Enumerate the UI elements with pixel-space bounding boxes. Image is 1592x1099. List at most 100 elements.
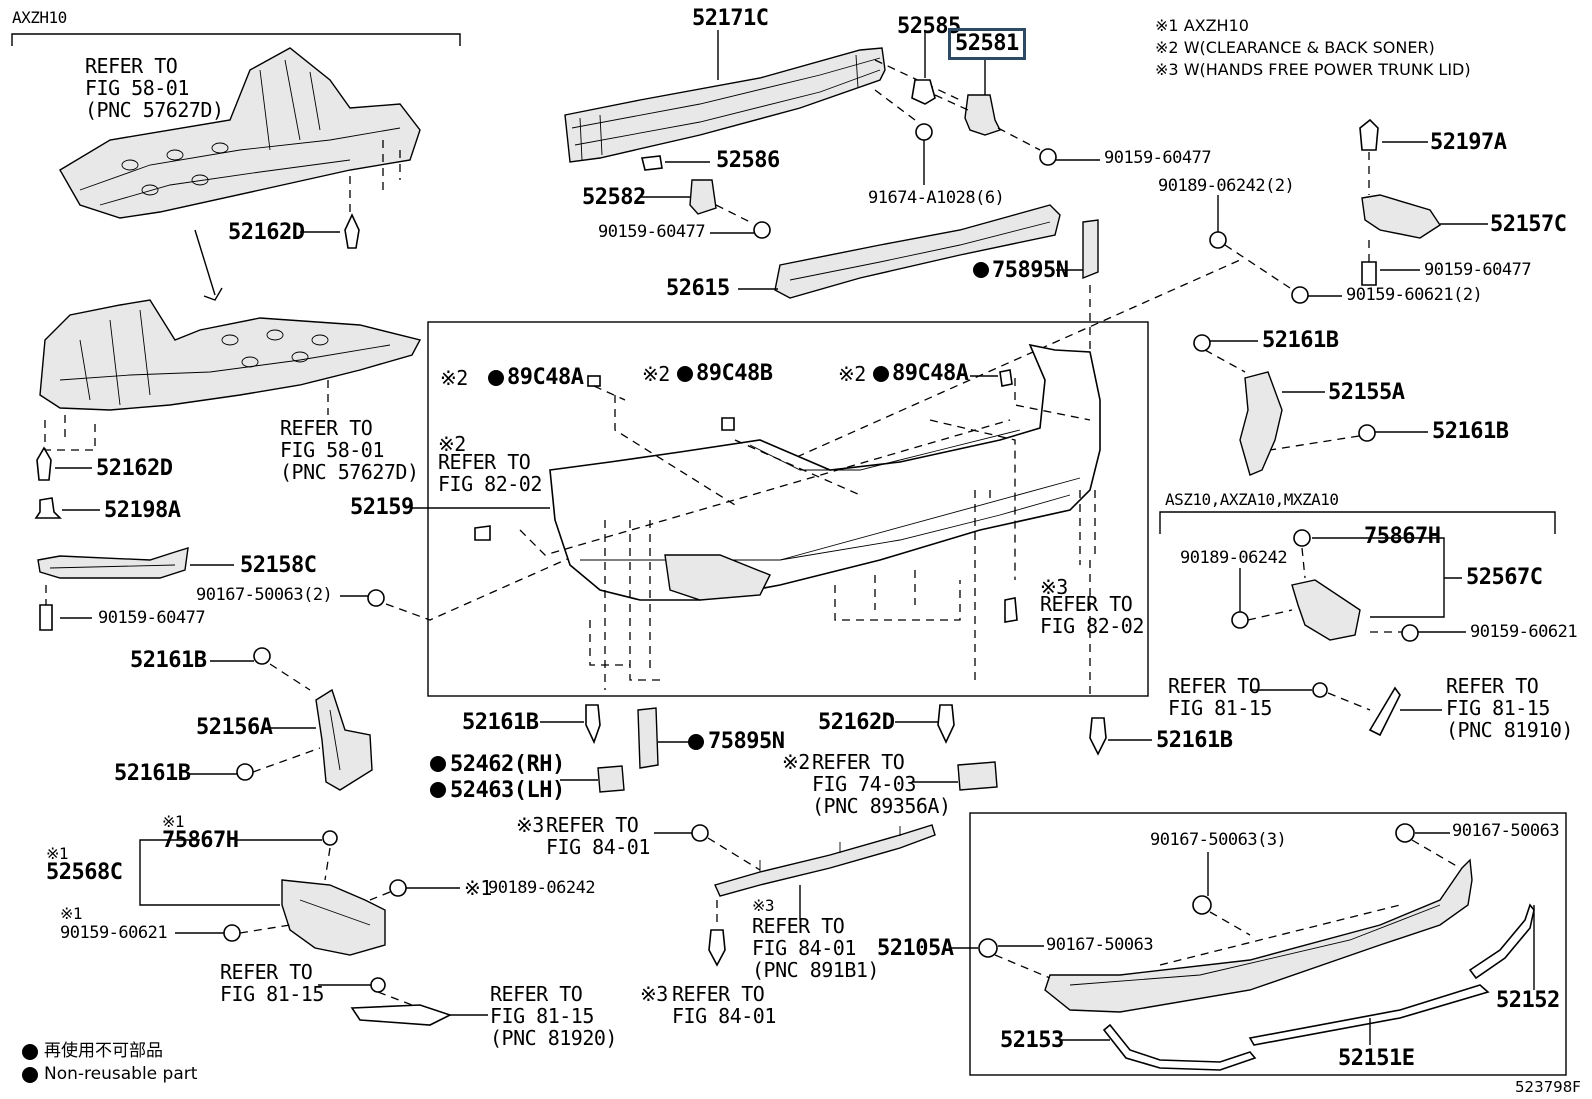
part-number[interactable]: 75895N xyxy=(708,729,785,754)
refer-label: REFER TO xyxy=(1040,592,1133,616)
part-number[interactable]: 52615 xyxy=(666,276,730,301)
note-mark: ※2 xyxy=(642,362,670,386)
clip-52161B-bottom-right xyxy=(1089,717,1107,756)
refer-pnc: (PNC 57627D) xyxy=(280,460,419,484)
part-number[interactable]: 90159-60477 xyxy=(1424,260,1532,280)
part-number[interactable]: 52463(LH) xyxy=(450,778,565,803)
part-number[interactable]: 90159-60621(2) xyxy=(1346,285,1483,305)
refer-label: REFER TO xyxy=(85,54,178,78)
part-number[interactable]: 52585 xyxy=(897,14,961,39)
part-number[interactable]: 52152 xyxy=(1496,988,1560,1013)
part-number[interactable]: 52567C xyxy=(1466,565,1543,590)
part-number[interactable]: 90167-50063(3) xyxy=(1150,830,1287,850)
bolt-90159-60621-left xyxy=(223,924,241,942)
refer-fig: FIG 58-01 xyxy=(280,438,384,462)
cover-89356A xyxy=(957,761,998,791)
refer-label: REFER TO xyxy=(546,813,639,837)
part-number[interactable]: 52586 xyxy=(716,148,780,173)
part-number[interactable]: 52105A xyxy=(877,936,954,961)
nut-90189-06242-left xyxy=(389,879,407,897)
nonreusable-mark-89C48A-a xyxy=(488,370,504,386)
note-mark: ※3 xyxy=(640,982,668,1006)
pad-75895N-top xyxy=(1082,219,1099,280)
part-number[interactable]: 52171C xyxy=(692,6,769,31)
bracket-52581 xyxy=(964,94,1001,136)
part-number-highlighted[interactable]: 52581 xyxy=(948,28,1026,60)
note-text: W(CLEARANCE & BACK SONER) xyxy=(1183,38,1435,57)
retainer-52157C xyxy=(1361,194,1441,239)
refer-pnc: (PNC 57627D) xyxy=(85,98,224,122)
part-number[interactable]: 52161B xyxy=(130,648,207,673)
nonreusable-mark-75895N-top xyxy=(973,262,989,278)
illustration-id: 523798F xyxy=(1515,1078,1581,1096)
part-number[interactable]: 52197A xyxy=(1430,130,1507,155)
part-number[interactable]: 52162D xyxy=(96,456,173,481)
pad-75895N-bottom xyxy=(637,707,659,769)
refer-fig: FIG 84-01 xyxy=(546,835,650,859)
refer-label: REFER TO xyxy=(280,416,373,440)
part-number[interactable]: 52161B xyxy=(1156,728,1233,753)
part-number[interactable]: 52462(RH) xyxy=(450,752,565,777)
part-number[interactable]: 52198A xyxy=(104,498,181,523)
part-number[interactable]: 75867H xyxy=(1364,524,1441,549)
part-number[interactable]: 89C48B xyxy=(696,361,773,386)
part-number[interactable]: 52161B xyxy=(1262,328,1339,353)
part-number[interactable]: 52582 xyxy=(582,185,646,210)
part-number[interactable]: 90159-60477 xyxy=(598,222,706,242)
part-number[interactable]: 52162D xyxy=(228,220,305,245)
part-number[interactable]: 52157C xyxy=(1490,212,1567,237)
refer-fig: FIG 81-15 xyxy=(220,982,324,1006)
refer-fig: FIG 81-15 xyxy=(1168,696,1272,720)
part-number[interactable]: 89C48A xyxy=(507,365,584,390)
lower-cover-group-frame xyxy=(969,812,1567,1076)
refer-pnc: (PNC 81920) xyxy=(490,1026,617,1050)
refer-label: REFER TO xyxy=(1168,674,1261,698)
part-number[interactable]: 90159-60621 xyxy=(60,923,168,943)
part-number[interactable]: 90189-06242(2) xyxy=(1158,176,1295,196)
part-number[interactable]: 52155A xyxy=(1328,380,1405,405)
clip-75867H-left xyxy=(322,830,338,846)
reflector-81910 xyxy=(1368,686,1401,737)
part-number[interactable]: 52161B xyxy=(462,710,539,735)
bracket-82-02-left xyxy=(474,525,491,541)
refer-fig: FIG 84-01 xyxy=(672,1004,776,1028)
part-number[interactable]: 90167-50063 xyxy=(1046,935,1154,955)
part-number[interactable]: 75895N xyxy=(992,258,1069,283)
clip-52161B-left2 xyxy=(236,763,254,781)
part-number[interactable]: 52158C xyxy=(240,553,317,578)
section-title-axzh10: AXZH10 xyxy=(12,8,67,27)
part-number[interactable]: 52162D xyxy=(818,710,895,735)
part-number[interactable]: 90189-06242 xyxy=(1180,548,1288,568)
part-number[interactable]: 90159-60621 xyxy=(1470,622,1578,642)
clip-52162D-lower xyxy=(36,446,52,481)
note-mark: ※2 xyxy=(440,366,468,390)
clip-75867H-right xyxy=(1293,529,1311,547)
legend-dot-en xyxy=(22,1067,38,1083)
part-number[interactable]: 52156A xyxy=(196,715,273,740)
note-text: W(HANDS FREE POWER TRUNK LID) xyxy=(1183,60,1471,79)
assembly-arrow xyxy=(194,229,216,296)
part-number[interactable]: 90159-60477 xyxy=(1104,148,1212,168)
part-number[interactable]: 90167-50063(2) xyxy=(196,585,333,605)
refer-fig: FIG 58-01 xyxy=(85,76,189,100)
note-mark: ※3 xyxy=(752,896,775,915)
part-number[interactable]: 52153 xyxy=(1000,1028,1064,1053)
part-number[interactable]: 52159 xyxy=(350,495,414,520)
nonreusable-mark-52463 xyxy=(430,782,446,798)
part-number[interactable]: 52151E xyxy=(1338,1046,1415,1071)
screw-90167-50063-3 xyxy=(1192,895,1212,915)
clip-52162D-bottom xyxy=(937,704,955,744)
trim-52152 xyxy=(1468,903,1535,980)
part-number[interactable]: 89C48A xyxy=(892,361,969,386)
part-number[interactable]: 90167-50063 xyxy=(1452,821,1560,841)
part-number[interactable]: 52568C xyxy=(46,860,123,885)
screw-90167-50063-left xyxy=(978,938,998,958)
part-number[interactable]: 75867H xyxy=(162,828,239,853)
part-number[interactable]: 90189-06242 xyxy=(488,878,596,898)
retainer-52156A xyxy=(315,688,373,791)
part-number[interactable]: 91674-A1028(6) xyxy=(868,188,1005,208)
part-number[interactable]: 52161B xyxy=(114,761,191,786)
part-number[interactable]: 52161B xyxy=(1432,419,1509,444)
part-number[interactable]: 90159-60477 xyxy=(98,608,206,628)
